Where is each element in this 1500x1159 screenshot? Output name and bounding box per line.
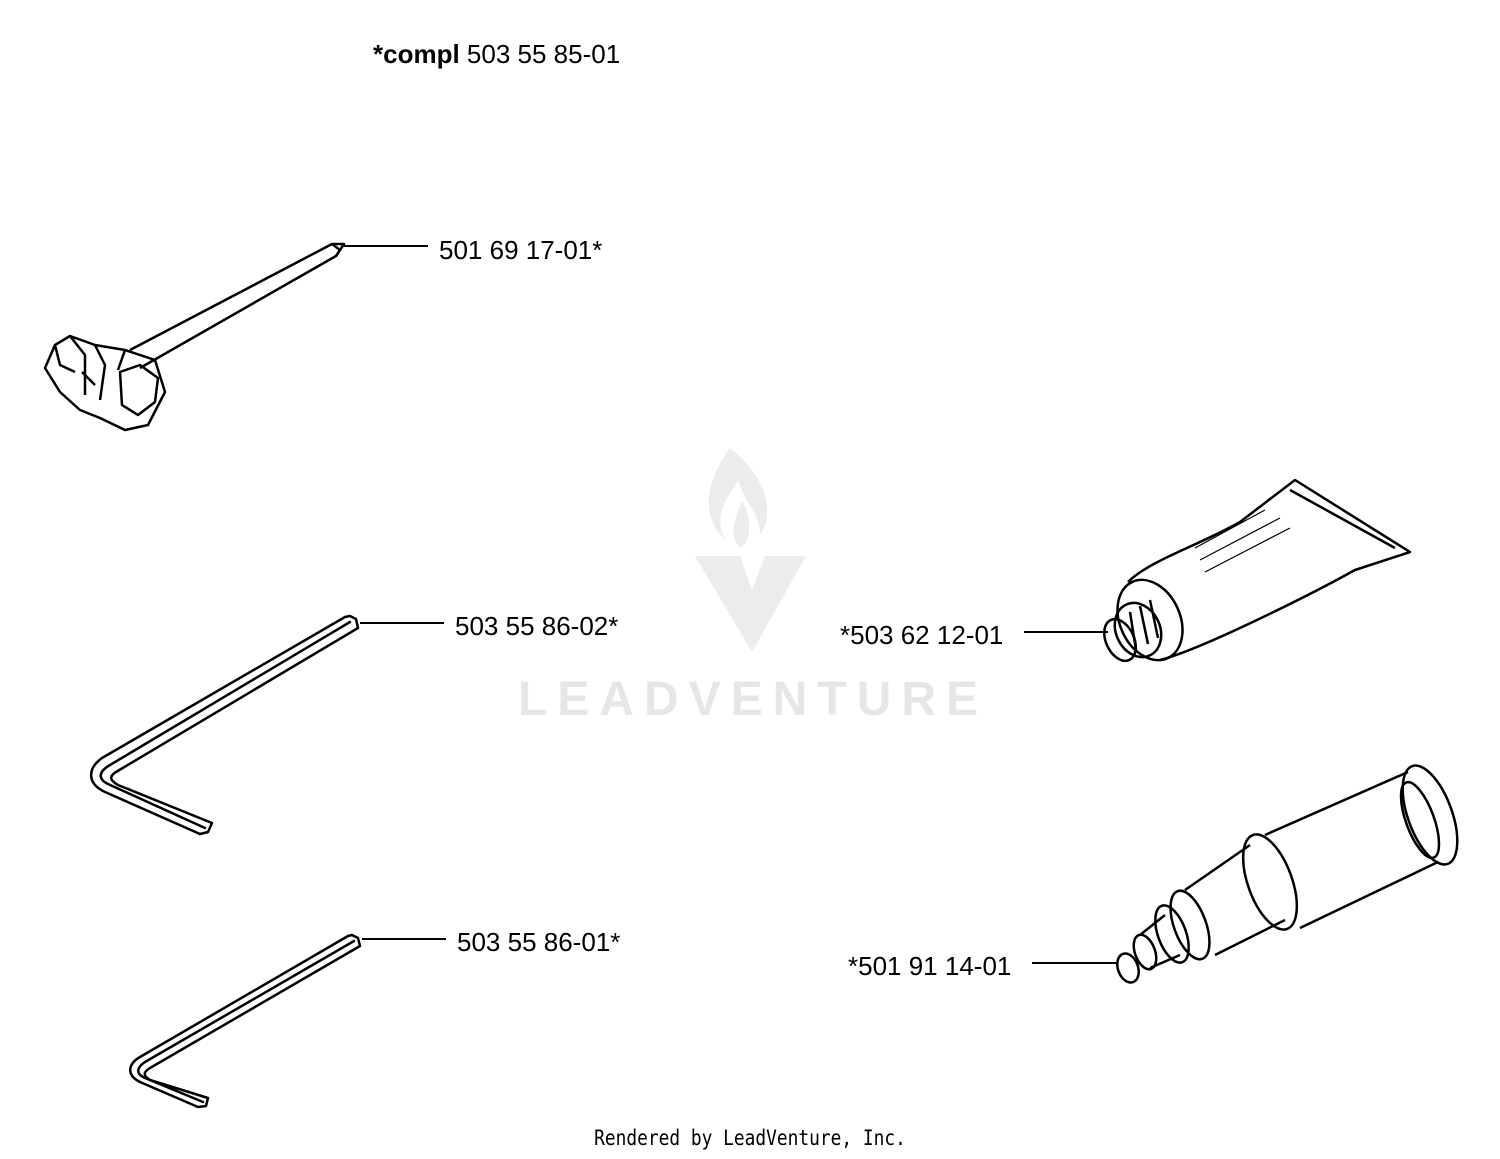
plug-wrench-drawing: [43, 242, 346, 432]
hex-key-large-drawing: [89, 614, 360, 836]
part-label-grease-gun[interactable]: *501 91 14-01: [848, 951, 1012, 981]
grease-tube-drawing: [1103, 478, 1412, 663]
part-label-grease-tube[interactable]: *503 62 12-01: [840, 620, 1004, 650]
hex-key-small-drawing: [129, 933, 362, 1109]
leader-lines: [344, 245, 1118, 964]
kit-number: 503 55 85-01: [466, 39, 621, 69]
part-label-plug-wrench[interactable]: 501 69 17-01*: [439, 235, 603, 265]
kit-title: *compl 503 55 85-01: [373, 41, 620, 67]
watermark-text: LEADVENTURE: [517, 673, 989, 726]
kit-prefix: *compl: [373, 39, 460, 69]
grease-gun-drawing: [1116, 764, 1459, 984]
watermark-logo-icon: [695, 448, 806, 652]
part-label-hex-key-small[interactable]: 503 55 86-01*: [457, 927, 621, 957]
part-label-hex-key-large[interactable]: 503 55 86-02*: [455, 611, 619, 641]
footer-credit: Rendered by LeadVenture, Inc.: [594, 1126, 906, 1150]
